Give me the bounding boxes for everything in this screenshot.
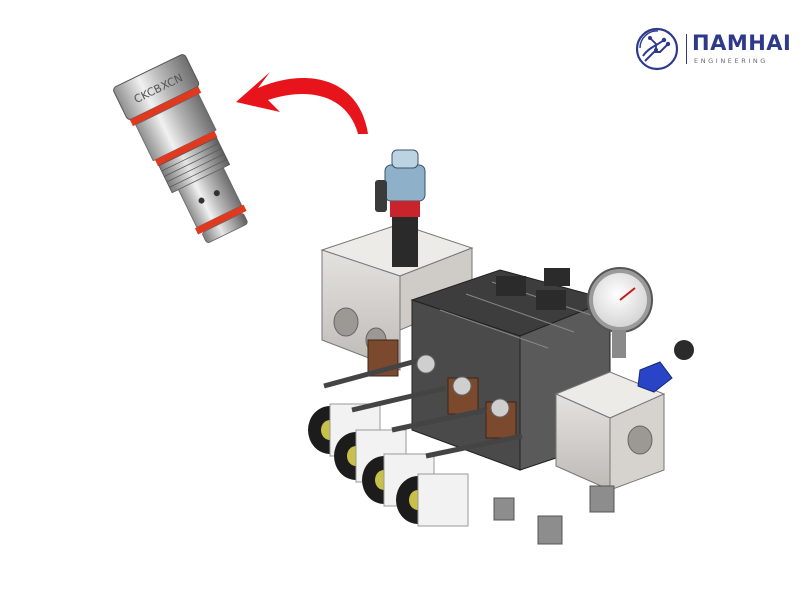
brand-tagline: ENGINEERING: [694, 57, 768, 65]
brand-name: ПАМНАІ: [692, 31, 792, 55]
logo-divider: [686, 34, 687, 64]
brand-logo[interactable]: ПАМНАІ ENGINEERING: [634, 24, 791, 74]
hydraulic-manifold: [308, 149, 694, 545]
circuit-globe-icon: [635, 27, 679, 71]
arrow-graphic: [236, 72, 368, 134]
solenoid-coil: [396, 473, 469, 527]
